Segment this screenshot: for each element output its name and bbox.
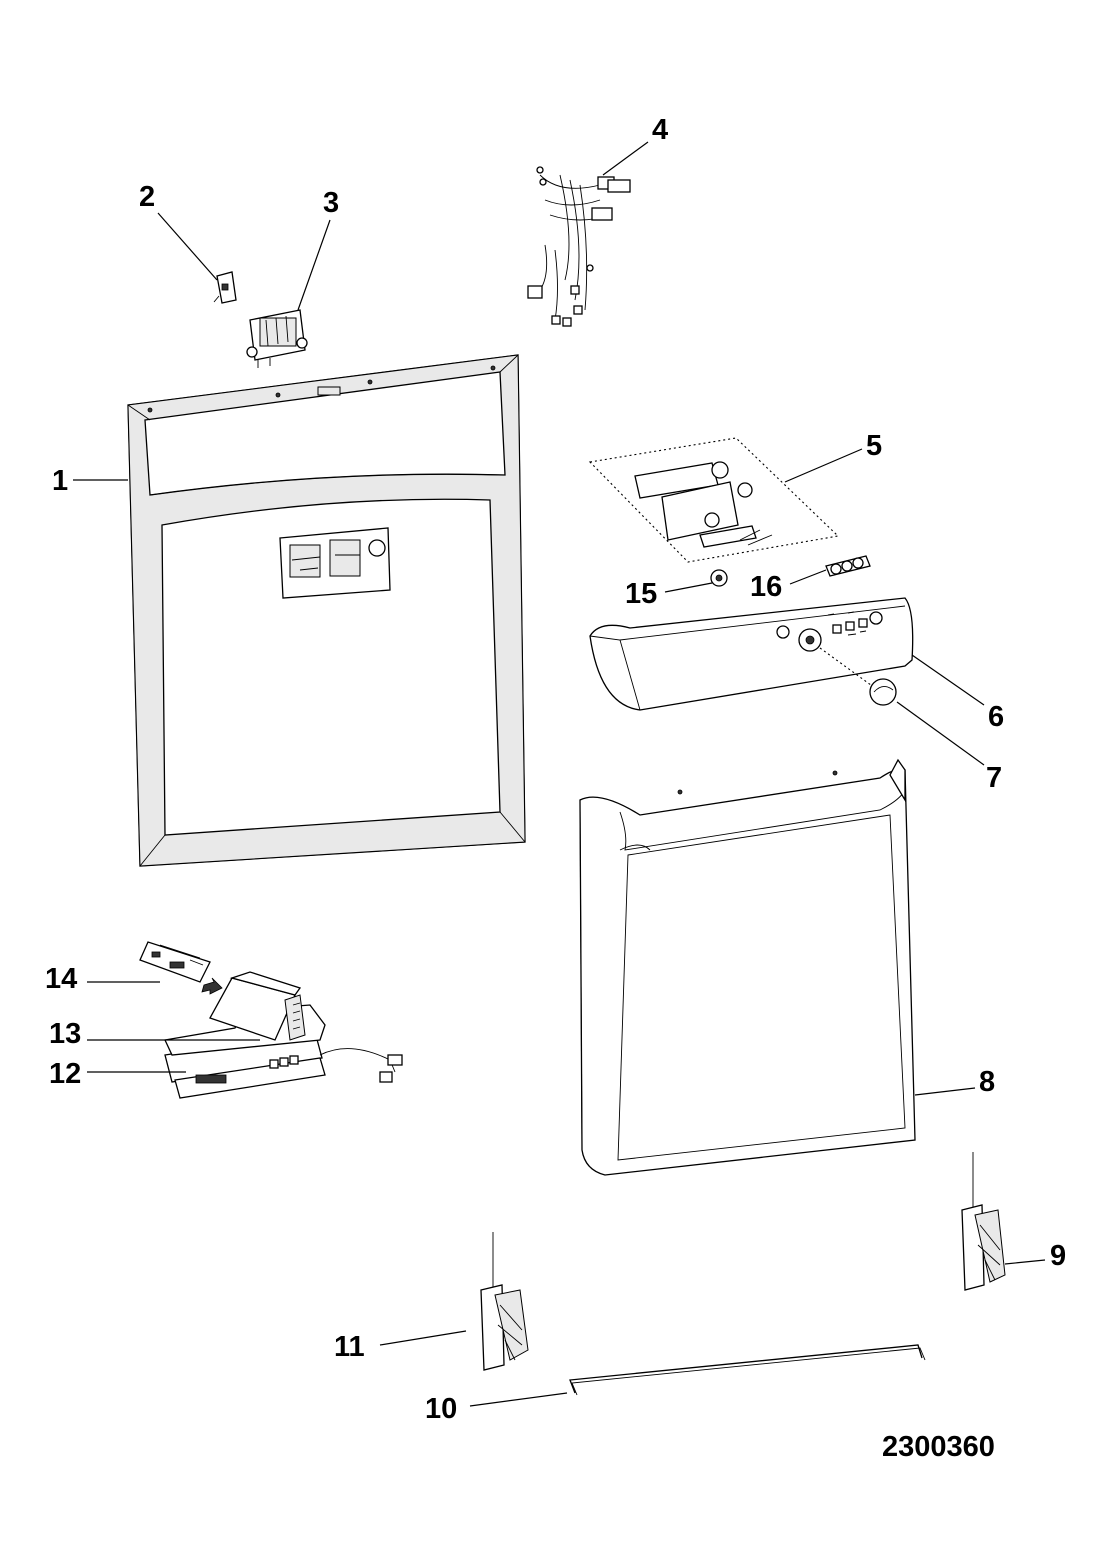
push-button-set-part bbox=[825, 555, 871, 577]
filter-box-part bbox=[209, 971, 306, 1041]
rating-label-part bbox=[139, 941, 223, 995]
callout-6: 6 bbox=[988, 701, 1004, 733]
callout-labels: 1 2 3 4 5 6 7 8 9 10 11 12 13 14 15 16 bbox=[45, 114, 1066, 1425]
door-clip-part bbox=[213, 271, 237, 304]
callout-15: 15 bbox=[625, 578, 657, 610]
callout-9: 9 bbox=[1050, 1240, 1066, 1272]
callout-10: 10 bbox=[425, 1393, 457, 1425]
leader-9 bbox=[1004, 1259, 1046, 1265]
callout-1: 1 bbox=[52, 465, 68, 497]
door-rod-part bbox=[569, 1344, 926, 1396]
leader-5 bbox=[784, 448, 863, 483]
control-panel-fascia-part bbox=[589, 597, 914, 711]
leader-7 bbox=[896, 701, 985, 766]
selector-knob-small-part bbox=[710, 569, 728, 587]
callout-5: 5 bbox=[866, 430, 882, 462]
door-hinge-left-part bbox=[480, 1232, 529, 1371]
callout-4: 4 bbox=[652, 114, 668, 146]
callout-3: 3 bbox=[323, 187, 339, 219]
callout-13: 13 bbox=[49, 1018, 81, 1050]
callout-16: 16 bbox=[750, 571, 782, 603]
leader-8 bbox=[914, 1087, 976, 1096]
leader-15 bbox=[664, 582, 713, 593]
outer-door-panel-part bbox=[579, 758, 916, 1176]
callout-2: 2 bbox=[139, 181, 155, 213]
control-module-part bbox=[588, 437, 840, 563]
leader-lines bbox=[73, 141, 1046, 1407]
leader-4 bbox=[602, 141, 649, 176]
leader-3 bbox=[297, 219, 331, 311]
leader-16 bbox=[789, 569, 827, 585]
callout-8: 8 bbox=[979, 1066, 995, 1098]
drawing-number: 2300360 bbox=[882, 1431, 995, 1463]
door-lock-part bbox=[246, 309, 308, 368]
callout-7: 7 bbox=[986, 762, 1002, 794]
leader-10 bbox=[469, 1392, 568, 1407]
detergent-dispenser-icon bbox=[279, 527, 391, 599]
leader-2 bbox=[157, 212, 218, 281]
door-hinge-right-part bbox=[961, 1152, 1006, 1291]
leader-11 bbox=[379, 1330, 467, 1346]
leader-6 bbox=[911, 654, 985, 706]
callout-12: 12 bbox=[49, 1058, 81, 1090]
inner-door-panel-part bbox=[127, 354, 526, 867]
callout-11: 11 bbox=[334, 1331, 365, 1363]
callout-14: 14 bbox=[45, 963, 77, 995]
main-knob-part bbox=[869, 678, 897, 706]
wiring-harness-part bbox=[527, 166, 631, 327]
